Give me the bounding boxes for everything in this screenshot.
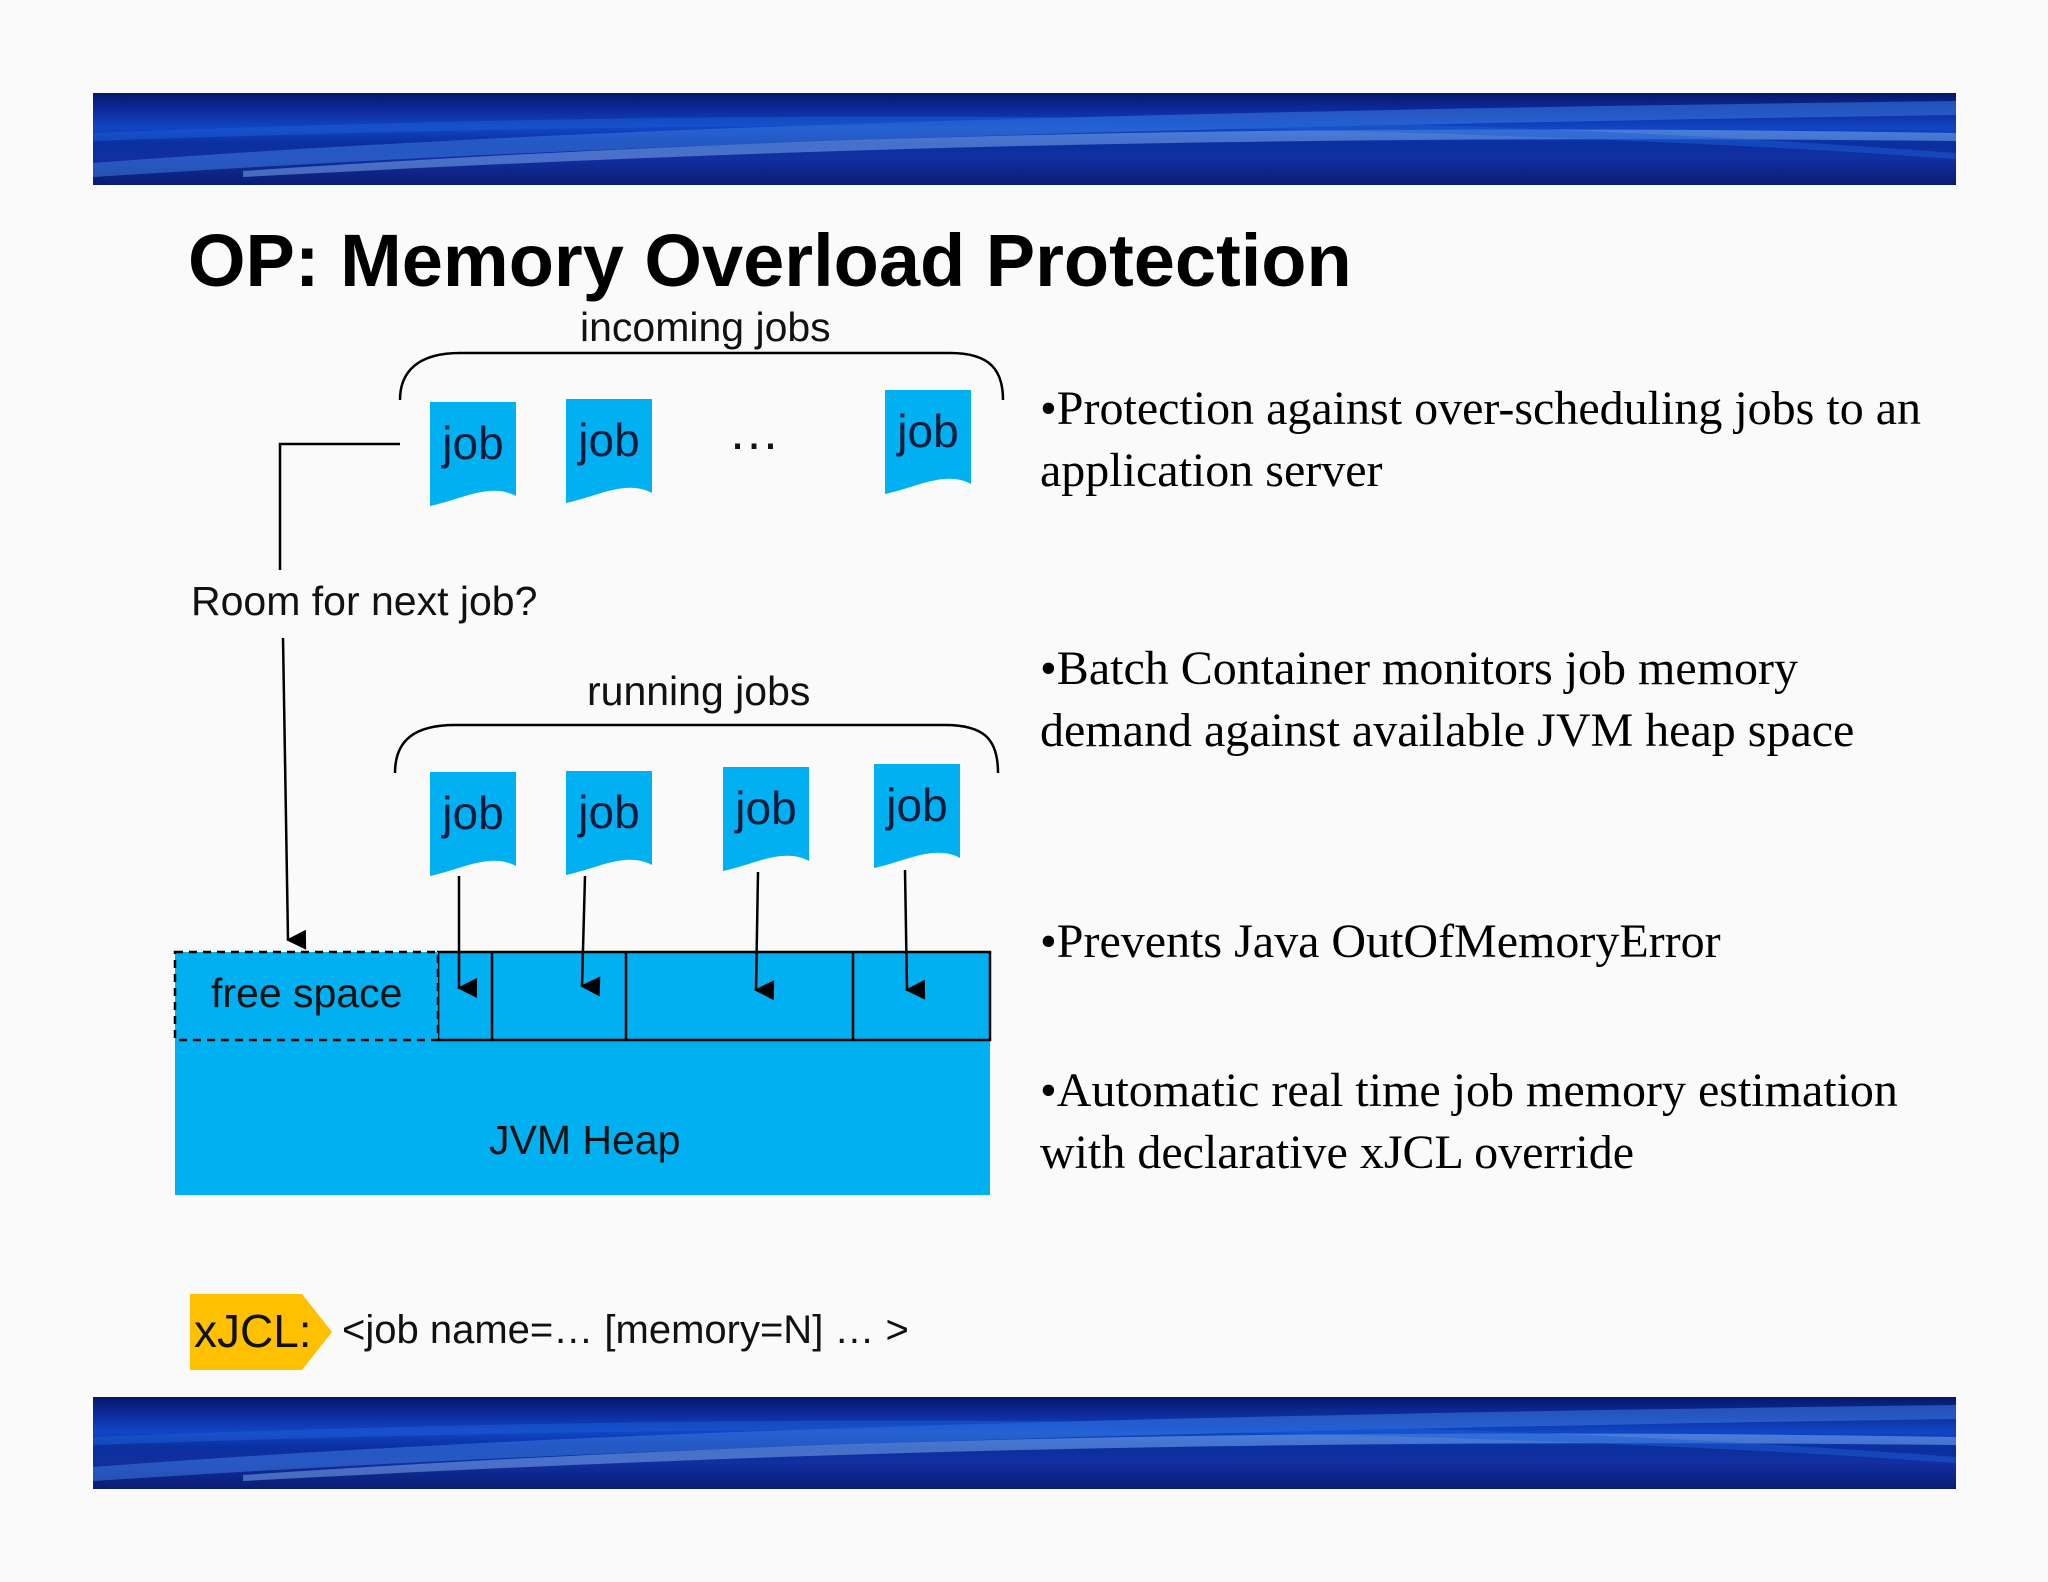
bullet-item: •Prevents Java OutOfMemoryError: [1040, 915, 1721, 968]
bullet-item: •Protection against over-scheduling jobs…: [1040, 382, 1921, 497]
job-label: job: [578, 786, 640, 838]
job-label: job: [886, 779, 948, 831]
incoming-jobs-label: incoming jobs: [580, 304, 831, 350]
job-label: job: [735, 782, 797, 834]
running-job-doc: job: [566, 771, 652, 883]
jvm-heap-label: JVM Heap: [489, 1117, 681, 1163]
room-question-label: Room for next job?: [191, 578, 538, 624]
job-label: job: [578, 414, 640, 466]
xjcl-tag-label: xJCL:: [194, 1305, 312, 1357]
incoming-jobs-brace: [398, 351, 1005, 401]
banner-swoosh-graphic: [93, 101, 1956, 177]
running-jobs-label: running jobs: [587, 668, 811, 714]
free-space-arrow: [281, 637, 307, 950]
bottom-banner: [93, 1397, 1956, 1489]
job-label: job: [442, 417, 504, 469]
top-banner: [93, 93, 1956, 185]
banner-swoosh-graphic: [93, 1405, 1956, 1481]
queue-connector-line: [278, 442, 400, 570]
page-title: OP: Memory Overload Protection: [188, 219, 1352, 302]
xjcl-tag: xJCL:: [190, 1294, 332, 1370]
job-label: job: [442, 787, 504, 839]
bullet-item: •Batch Container monitors job memory dem…: [1040, 642, 1855, 757]
queue-ellipsis: …: [728, 403, 780, 461]
running-jobs-brace: [393, 723, 1000, 774]
bullet-item: •Automatic real time job memory estimati…: [1040, 1064, 1898, 1179]
xjcl-code-sample: <job name=… [memory=N] … >: [342, 1308, 909, 1352]
running-job-doc: job: [430, 772, 516, 884]
running-job-doc: job: [874, 764, 960, 876]
free-space-block: [173, 950, 440, 1042]
running-job-doc: job: [723, 767, 809, 879]
free-space-label: free space: [211, 970, 403, 1016]
jvm-heap-block: [175, 1040, 990, 1195]
incoming-job-doc: job: [430, 402, 516, 514]
incoming-job-doc: job: [566, 399, 652, 511]
allocated-band: [436, 950, 992, 1042]
job-label: job: [897, 405, 959, 457]
incoming-job-doc: job: [885, 390, 971, 502]
